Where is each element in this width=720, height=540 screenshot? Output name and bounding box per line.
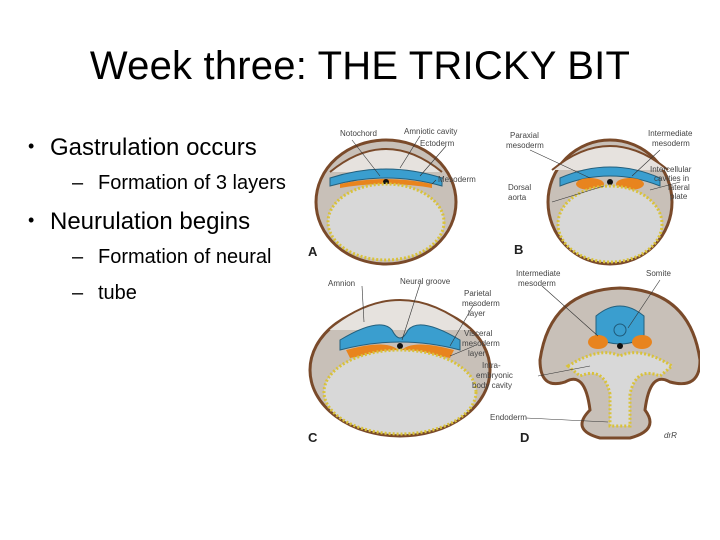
pointer-lines [351, 135, 681, 423]
label-parietal-3: layer [468, 309, 486, 318]
panel-label-a: A [308, 244, 318, 259]
dash-icon: – [72, 172, 84, 194]
label-notochord: Notochord [340, 129, 377, 138]
label-dorsal-aorta-2: aorta [508, 193, 527, 202]
bullet-dot-icon: • [28, 210, 35, 230]
label-parietal-1: Parietal [464, 289, 491, 298]
dash-icon: – [72, 282, 84, 304]
sub-bullet-text: Formation of 3 layers [98, 172, 286, 194]
sub-bullet-item: –Formation of neural [72, 246, 271, 269]
label-intraembryonic-3: body cavity [472, 381, 512, 390]
panel-label-b: B [514, 242, 523, 257]
bullet-text: Gastrulation occurs [50, 134, 257, 161]
slide-title: Week three: THE TRICKY BIT [89, 44, 631, 88]
label-intercellular-2: cavities in [654, 174, 689, 183]
label-mesoderm: Mesoderm [438, 175, 476, 184]
label-intercellular-1: Intercellular [650, 165, 692, 174]
dash-icon: – [72, 246, 84, 268]
panel-label-d: D [520, 430, 529, 445]
embryo-b [546, 138, 674, 266]
embryo-diagram: Notochord Amniotic cavity Ectoderm Mesod… [308, 127, 700, 445]
label-ectoderm: Ectoderm [420, 139, 455, 148]
label-visceral-3: layer [468, 349, 486, 358]
label-endoderm: Endoderm [490, 413, 527, 422]
artist-signature: drR [664, 431, 677, 440]
label-visceral-1: Visceral [464, 329, 493, 338]
embryo-a [314, 138, 458, 266]
label-intermediate-mesoderm-2: mesoderm [652, 139, 690, 148]
label-parietal-2: mesoderm [462, 299, 500, 308]
label-intraembryonic-1: Intra- [482, 361, 501, 370]
label-paraxial-mesoderm-2: mesoderm [506, 141, 544, 150]
label-intercellular-3: lateral [668, 183, 690, 192]
bullet-item: • Neurulation begins [28, 208, 250, 236]
bullet-text: Neurulation begins [50, 208, 251, 235]
panel-label-c: C [308, 430, 318, 445]
label-intercellular-4: plate [670, 192, 688, 201]
sub-bullet-item: –Formation of 3 layers [72, 172, 286, 195]
label-intermediate-d-1: Intermediate [516, 269, 561, 278]
label-intermediate-d-2: mesoderm [518, 279, 556, 288]
sub-bullet-text: Formation of neural [98, 246, 272, 268]
bullet-item: • Gastrulation occurs [28, 134, 257, 162]
embryo-d [538, 286, 700, 440]
embryo-c [308, 299, 492, 438]
label-intermediate-mesoderm-1: Intermediate [648, 129, 693, 138]
label-dorsal-aorta-1: Dorsal [508, 183, 531, 192]
label-somite: Somite [646, 269, 671, 278]
label-neural-groove: Neural groove [400, 277, 451, 286]
sub-bullet-item: –tube [72, 282, 137, 305]
bullet-dot-icon: • [28, 136, 35, 156]
label-paraxial-mesoderm-1: Paraxial [510, 131, 539, 140]
label-amnion: Amnion [328, 279, 355, 288]
label-intraembryonic-2: embryonic [476, 371, 513, 380]
label-visceral-2: mesoderm [462, 339, 500, 348]
label-amniotic-cavity: Amniotic cavity [404, 127, 457, 136]
sub-bullet-text: tube [98, 282, 137, 304]
